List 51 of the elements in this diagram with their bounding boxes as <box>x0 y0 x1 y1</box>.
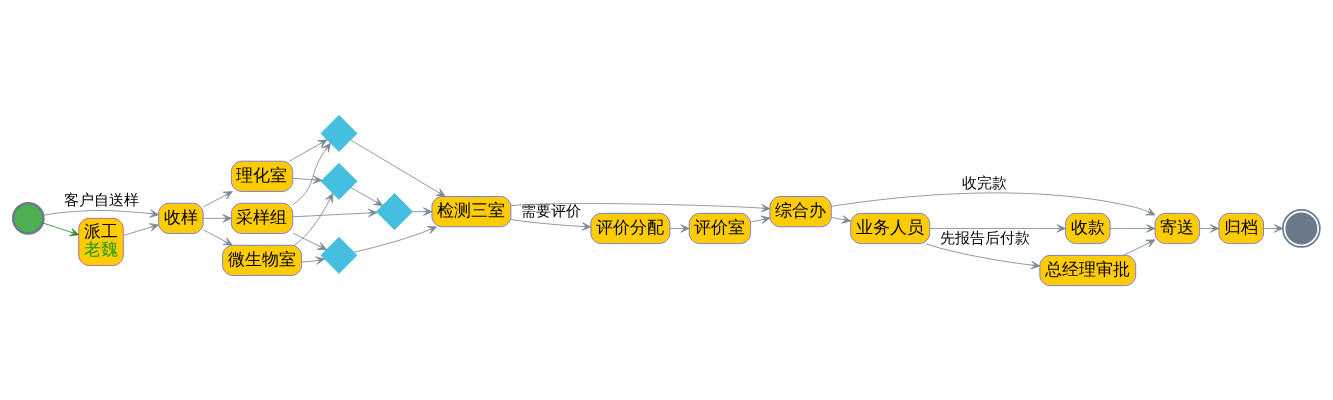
node-box: 采样组 <box>230 202 294 234</box>
arrow <box>203 190 233 207</box>
node-box: 寄送 <box>1154 212 1200 244</box>
arrow <box>350 186 383 206</box>
node-box: 业务人员 <box>850 212 931 244</box>
node-box: 收款 <box>1065 212 1111 244</box>
arrow <box>289 138 328 161</box>
edge-label: 先报告后付款 <box>939 228 1030 247</box>
node-box: 理化室 <box>230 160 294 192</box>
arrow <box>203 228 233 246</box>
arrow <box>412 206 433 216</box>
node-box: 评价分配 <box>590 212 671 244</box>
arrow <box>1199 223 1220 233</box>
arrow <box>203 213 232 223</box>
arrow <box>42 222 80 236</box>
node-box: 派工 老魏 <box>78 217 124 266</box>
arrow <box>669 223 690 233</box>
arrow <box>292 208 378 217</box>
arrow <box>1109 223 1156 233</box>
arrow <box>831 214 852 224</box>
edge-label: 收完款 <box>962 173 1008 192</box>
node-box: 微生物室 <box>222 244 302 276</box>
arrow <box>750 215 771 224</box>
edge-label: 客户自送样 <box>63 190 139 209</box>
node-diamond <box>320 162 358 200</box>
node-diamond <box>375 192 413 230</box>
arrow <box>292 175 323 184</box>
arrow <box>301 256 325 265</box>
node-box: 综合办 <box>769 195 832 227</box>
node-circle <box>11 201 45 235</box>
arrow <box>510 218 592 231</box>
arrow <box>1263 223 1284 233</box>
arrow <box>293 192 334 246</box>
node-box: 检测三室 <box>431 195 512 227</box>
node-box: 评价室 <box>688 212 751 244</box>
arrow <box>292 142 331 205</box>
arrow <box>292 232 327 250</box>
arrow <box>925 242 1041 269</box>
arrow <box>1122 238 1156 256</box>
arrow <box>350 139 446 197</box>
arrow <box>929 223 1066 233</box>
arrow <box>123 222 159 236</box>
node-box: 归档 <box>1218 212 1264 244</box>
arrow <box>353 225 437 253</box>
arrow <box>42 208 159 218</box>
arrow <box>510 202 771 212</box>
arrow <box>831 192 1156 215</box>
node-diamond <box>320 236 358 274</box>
node-box: 总经理审批 <box>1039 254 1137 286</box>
edge-label: 需要评价 <box>520 201 581 220</box>
node-box: 收样 <box>158 202 204 234</box>
